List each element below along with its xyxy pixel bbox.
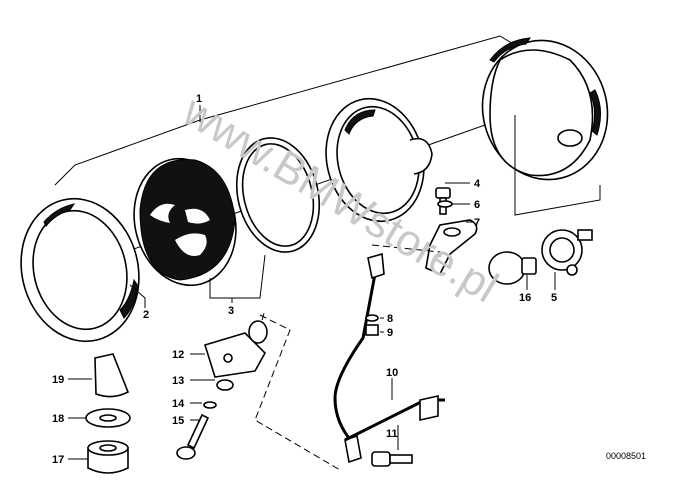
washer-6 [437, 200, 453, 208]
cover-19 [94, 353, 130, 398]
bolt-11 [371, 451, 413, 467]
dash-10-b [254, 314, 341, 471]
dash-12 [261, 309, 266, 321]
bolt-15 [176, 413, 210, 460]
support-arm-10 [333, 252, 445, 464]
headlight-lens [133, 157, 237, 287]
callout-4: 4 [474, 178, 481, 190]
bulb-socket-5 [541, 229, 593, 276]
spacer-13 [216, 379, 234, 391]
callout-16: 16 [519, 292, 531, 304]
washer-14 [203, 401, 217, 409]
callout-8: 8 [387, 313, 393, 325]
reflector [325, 97, 433, 223]
nut-8-washer-9 [365, 314, 379, 336]
bracket-housing [514, 115, 601, 216]
callout-19: 19 [52, 374, 64, 386]
drawing-code: 00008501 [606, 451, 646, 461]
callout-7: 7 [474, 217, 480, 229]
callout-10: 10 [386, 367, 398, 379]
callout-12: 12 [172, 349, 184, 361]
bulb-16 [488, 251, 537, 285]
leader-2 [129, 284, 146, 308]
callout-15: 15 [172, 415, 184, 427]
callout-5: 5 [551, 292, 557, 304]
seal-ring [235, 137, 321, 253]
callout-14: 14 [172, 398, 185, 410]
headlight-housing [481, 37, 609, 181]
callout-1: 1 [196, 93, 202, 105]
bushing-17 [87, 440, 129, 474]
callout-13: 13 [172, 375, 184, 387]
callout-3: 3 [228, 305, 234, 317]
callout-2: 2 [143, 309, 149, 321]
clamp-plate-12 [203, 320, 268, 378]
assembly-bracket-1 [54, 35, 516, 186]
outer-rim-ring [20, 197, 140, 343]
mounting-bracket-7 [425, 219, 478, 276]
callout-11: 11 [386, 428, 398, 440]
dash-10-a [371, 244, 441, 260]
callout-18: 18 [52, 413, 64, 425]
callout-6: 6 [474, 199, 480, 211]
callout-17: 17 [52, 454, 64, 466]
leader-3 [209, 254, 266, 299]
rubber-washer-18 [85, 408, 131, 428]
callout-9: 9 [387, 327, 393, 339]
